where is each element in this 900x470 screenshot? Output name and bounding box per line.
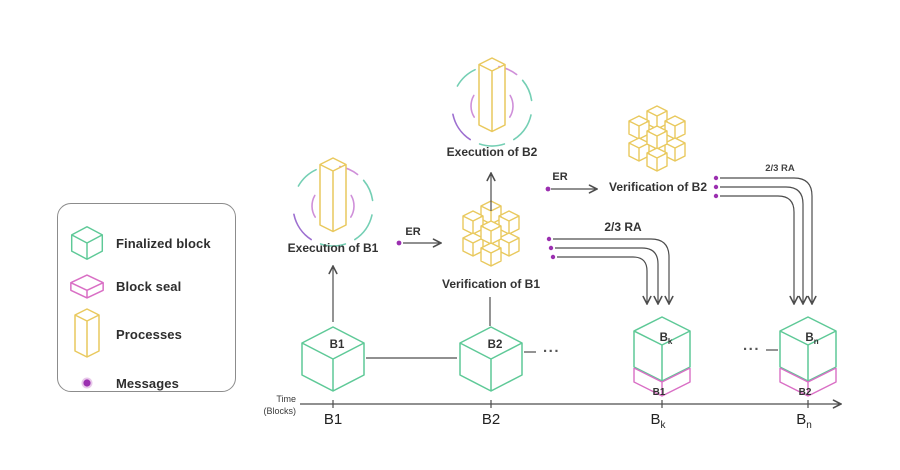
block-seal-icon bbox=[58, 272, 116, 301]
legend-item-finalized-block: Finalized block bbox=[58, 221, 235, 265]
execution-b2-process-icon bbox=[478, 57, 506, 133]
timeline-axis: Time (Blocks) B1 B2 Bk Bn bbox=[263, 394, 840, 431]
message-dot bbox=[545, 186, 551, 192]
axis-label-bk: Bk bbox=[650, 411, 666, 431]
legend-item-block-seal: Block seal bbox=[58, 264, 235, 308]
finalized-block-cube-icon bbox=[58, 223, 116, 263]
ra-right-label: 2/3 RA bbox=[765, 163, 795, 174]
time-axis-title-line2: (Blocks) bbox=[263, 406, 296, 416]
message-dot bbox=[550, 254, 556, 260]
block-seal-b1-label: B1 bbox=[653, 387, 666, 398]
message-dot bbox=[548, 245, 554, 251]
block-bk-label: Bk bbox=[660, 332, 673, 346]
ra-left-line-1 bbox=[553, 238, 669, 303]
block-bk-cube: Bk B1 bbox=[633, 316, 691, 398]
ra-left-line-2 bbox=[555, 247, 658, 303]
block-bn-cube: Bn B2 bbox=[779, 316, 837, 398]
ra-right-line-2 bbox=[720, 186, 803, 303]
er-label-1: ER bbox=[405, 226, 420, 238]
legend-label-finalized-block: Finalized block bbox=[116, 235, 211, 251]
axis-label-b1: B1 bbox=[324, 411, 342, 428]
execution-of-b2-group: Execution of B2 bbox=[447, 57, 538, 159]
block-b2-cube: B2 bbox=[459, 326, 523, 392]
verification-b2-label: Verification of B2 bbox=[609, 180, 707, 194]
message-dot bbox=[396, 240, 402, 246]
verification-of-b2-group: Verification of B2 bbox=[609, 106, 707, 194]
execution-of-b1-group: Execution of B1 bbox=[288, 157, 379, 255]
message-dot bbox=[546, 236, 552, 242]
ra-left-line-3 bbox=[557, 256, 647, 303]
execution-b1-label: Execution of B1 bbox=[288, 241, 379, 255]
verification-of-b1-group: Verification of B1 bbox=[442, 201, 540, 291]
processes-icon bbox=[58, 307, 116, 361]
verification-b1-label: Verification of B1 bbox=[442, 277, 540, 291]
legend-label-block-seal: Block seal bbox=[116, 278, 182, 294]
legend-label-processes: Processes bbox=[116, 326, 182, 342]
er-arrow-1: ER bbox=[396, 226, 440, 246]
execution-b1-process-icon bbox=[319, 157, 347, 233]
ra-right-arrows: 2/3 RA bbox=[713, 163, 812, 303]
messages-dot-icon bbox=[58, 376, 116, 390]
ellipsis-right: ... bbox=[743, 337, 760, 354]
block-bn-label: Bn bbox=[805, 332, 818, 346]
block-seal-b2-label: B2 bbox=[799, 387, 812, 398]
legend-item-processes: Processes bbox=[58, 306, 235, 362]
block-b2-label: B2 bbox=[488, 339, 503, 351]
ra-left-label: 2/3 RA bbox=[604, 220, 642, 234]
ra-right-line-1 bbox=[720, 177, 812, 303]
message-dot bbox=[713, 184, 719, 190]
legend-item-messages: Messages bbox=[58, 361, 235, 405]
verification-b2-cubes-icon bbox=[629, 106, 685, 171]
message-dot bbox=[713, 193, 719, 199]
ellipsis-left: ... bbox=[543, 339, 560, 356]
execution-b2-label: Execution of B2 bbox=[447, 145, 538, 159]
er-label-2: ER bbox=[552, 171, 567, 183]
legend-label-messages: Messages bbox=[116, 375, 179, 391]
ra-right-line-3 bbox=[720, 195, 794, 303]
ra-left-arrows: 2/3 RA bbox=[546, 220, 669, 303]
message-dot bbox=[713, 175, 719, 181]
block-b1-cube: B1 bbox=[301, 326, 365, 392]
axis-label-b2: B2 bbox=[482, 411, 500, 428]
time-axis-title-line1: Time bbox=[276, 394, 296, 404]
legend-box: Finalized block Block seal Processes bbox=[57, 203, 236, 392]
er-arrow-2: ER bbox=[545, 171, 596, 192]
axis-label-bn: Bn bbox=[796, 411, 812, 431]
block-b1-label: B1 bbox=[330, 339, 345, 351]
